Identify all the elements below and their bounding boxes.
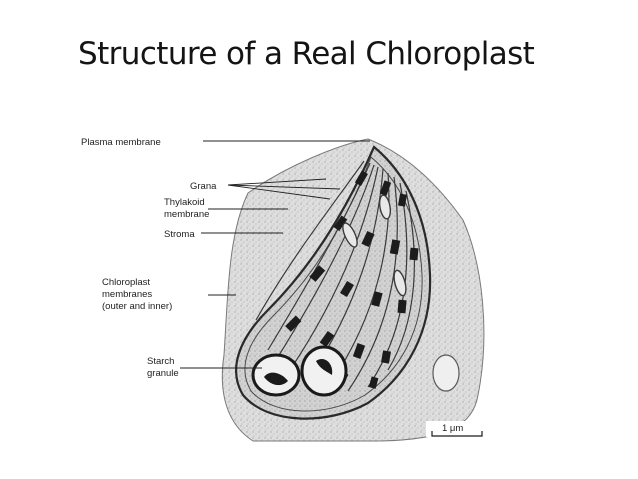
label-thylakoid-line1: Thylakoid	[164, 197, 205, 208]
scale-bar-label: 1 μm	[442, 423, 463, 434]
inner-membrane	[244, 156, 423, 412]
leader-lines	[180, 140, 370, 369]
slide-title: Structure of a Real Chloroplast	[78, 36, 535, 72]
plastoglobuli	[342, 194, 407, 297]
label-starch-line2: granule	[147, 368, 179, 379]
cytoplasm-vesicle	[432, 354, 460, 392]
label-grana: Grana	[190, 181, 217, 192]
chloroplast-body	[235, 145, 432, 420]
label-stroma: Stroma	[164, 229, 195, 240]
starch-granules	[251, 345, 348, 397]
label-starch-line1: Starch	[147, 356, 174, 367]
micrograph-svg: Plasma membrane Grana Thylakoid membrane…	[81, 137, 486, 442]
label-plasma-membrane: Plasma membrane	[81, 137, 161, 148]
label-chloroplast-line1: Chloroplast	[102, 277, 150, 288]
label-chloroplast-line3: (outer and inner)	[102, 301, 172, 312]
chloroplast-micrograph: Plasma membrane Grana Thylakoid membrane…	[78, 125, 500, 443]
grana-stacks	[265, 170, 419, 389]
label-chloroplast-line2: membranes	[102, 289, 152, 300]
scale-bar: 1 μm	[426, 421, 486, 437]
label-thylakoid-line2: membrane	[164, 209, 209, 220]
